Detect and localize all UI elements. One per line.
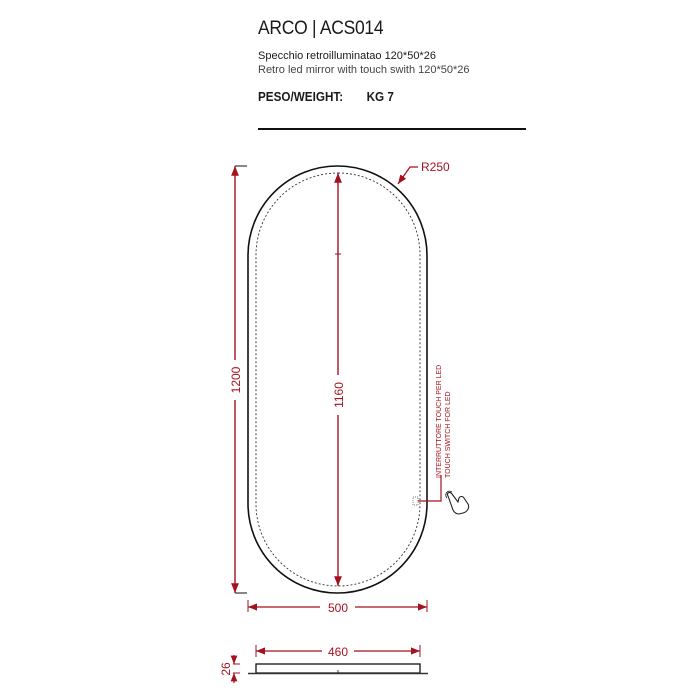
dimension-overall-height: 1200 (229, 165, 247, 594)
weight-value: KG 7 (366, 89, 394, 104)
touch-hand-icon (445, 490, 470, 515)
dimension-depth: 26 (219, 655, 240, 683)
header-divider (258, 128, 526, 130)
svg-text:460: 460 (328, 645, 348, 659)
svg-text:1200: 1200 (229, 366, 243, 393)
side-view (248, 663, 428, 675)
svg-text:INTERRUTTORE TOUCH PER LED: INTERRUTTORE TOUCH PER LED (436, 365, 443, 478)
weight-line: PESO/WEIGHT: KG 7 (258, 89, 394, 104)
svg-text:R250: R250 (421, 160, 450, 174)
weight-label: PESO/WEIGHT: (258, 89, 344, 104)
radius-callout: R250 (397, 160, 450, 185)
dimension-overall-width: 500 (247, 600, 428, 615)
subtitle-italian: Specchio retroilluminatao 120*50*26 (258, 50, 436, 62)
subtitle-english: Retro led mirror with touch swith 120*50… (258, 64, 470, 76)
touch-switch-note: INTERRUTTORE TOUCH PER LED TOUCH SWITCH … (412, 365, 452, 506)
product-title: ARCO | ACS014 (258, 18, 384, 39)
mirror-outline (247, 165, 428, 594)
dimension-inner-height: 1160 (332, 173, 346, 586)
svg-text:500: 500 (328, 601, 348, 615)
dimension-inner-width: 460 (255, 645, 421, 659)
svg-text:26: 26 (219, 662, 233, 676)
svg-text:TOUCH SWITCH FOR LED: TOUCH SWITCH FOR LED (445, 391, 452, 478)
svg-text:1160: 1160 (332, 382, 346, 408)
